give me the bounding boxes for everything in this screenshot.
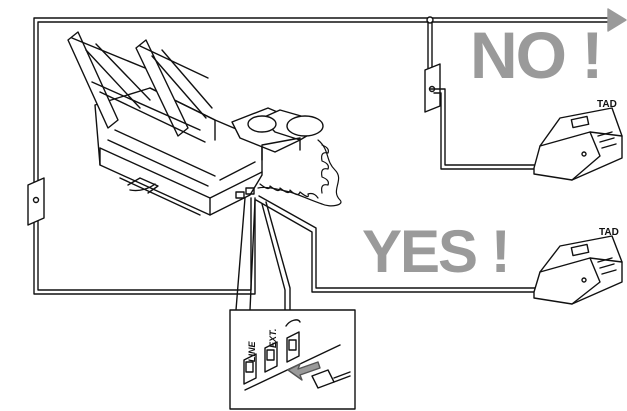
callout-connector-lines xyxy=(235,197,291,311)
jack-callout-box xyxy=(229,309,356,410)
tad-answering-machine-upper xyxy=(533,107,623,181)
insert-arrow-icon xyxy=(287,361,321,381)
ext-jack-icon xyxy=(264,341,278,373)
branch-wire-to-upper-jack xyxy=(427,21,433,71)
handset-jack-icon xyxy=(285,319,301,363)
line-jack-label: LINE xyxy=(247,341,257,362)
wall-jack-left xyxy=(27,177,45,226)
yes-label: YES ! xyxy=(362,218,511,285)
tad-label-upper: TAD xyxy=(597,99,617,110)
tad-label-lower: TAD xyxy=(599,227,619,238)
wall-jack-upper xyxy=(424,63,441,113)
wire-upper-jack-to-tad xyxy=(429,88,541,170)
fax-machine xyxy=(67,31,324,216)
no-label: NO ! xyxy=(470,18,603,92)
arrow-right-icon xyxy=(607,8,627,32)
handset-coil-cord xyxy=(257,139,342,207)
wire-fax-to-lower-tad xyxy=(255,195,541,293)
telephone-line-wire xyxy=(33,17,611,295)
line-jack-icon xyxy=(243,353,257,385)
plug-icon xyxy=(311,369,351,389)
junction-dot xyxy=(426,16,434,24)
tad-answering-machine-lower xyxy=(533,235,623,305)
ext-jack-label: EXT. xyxy=(268,328,278,348)
